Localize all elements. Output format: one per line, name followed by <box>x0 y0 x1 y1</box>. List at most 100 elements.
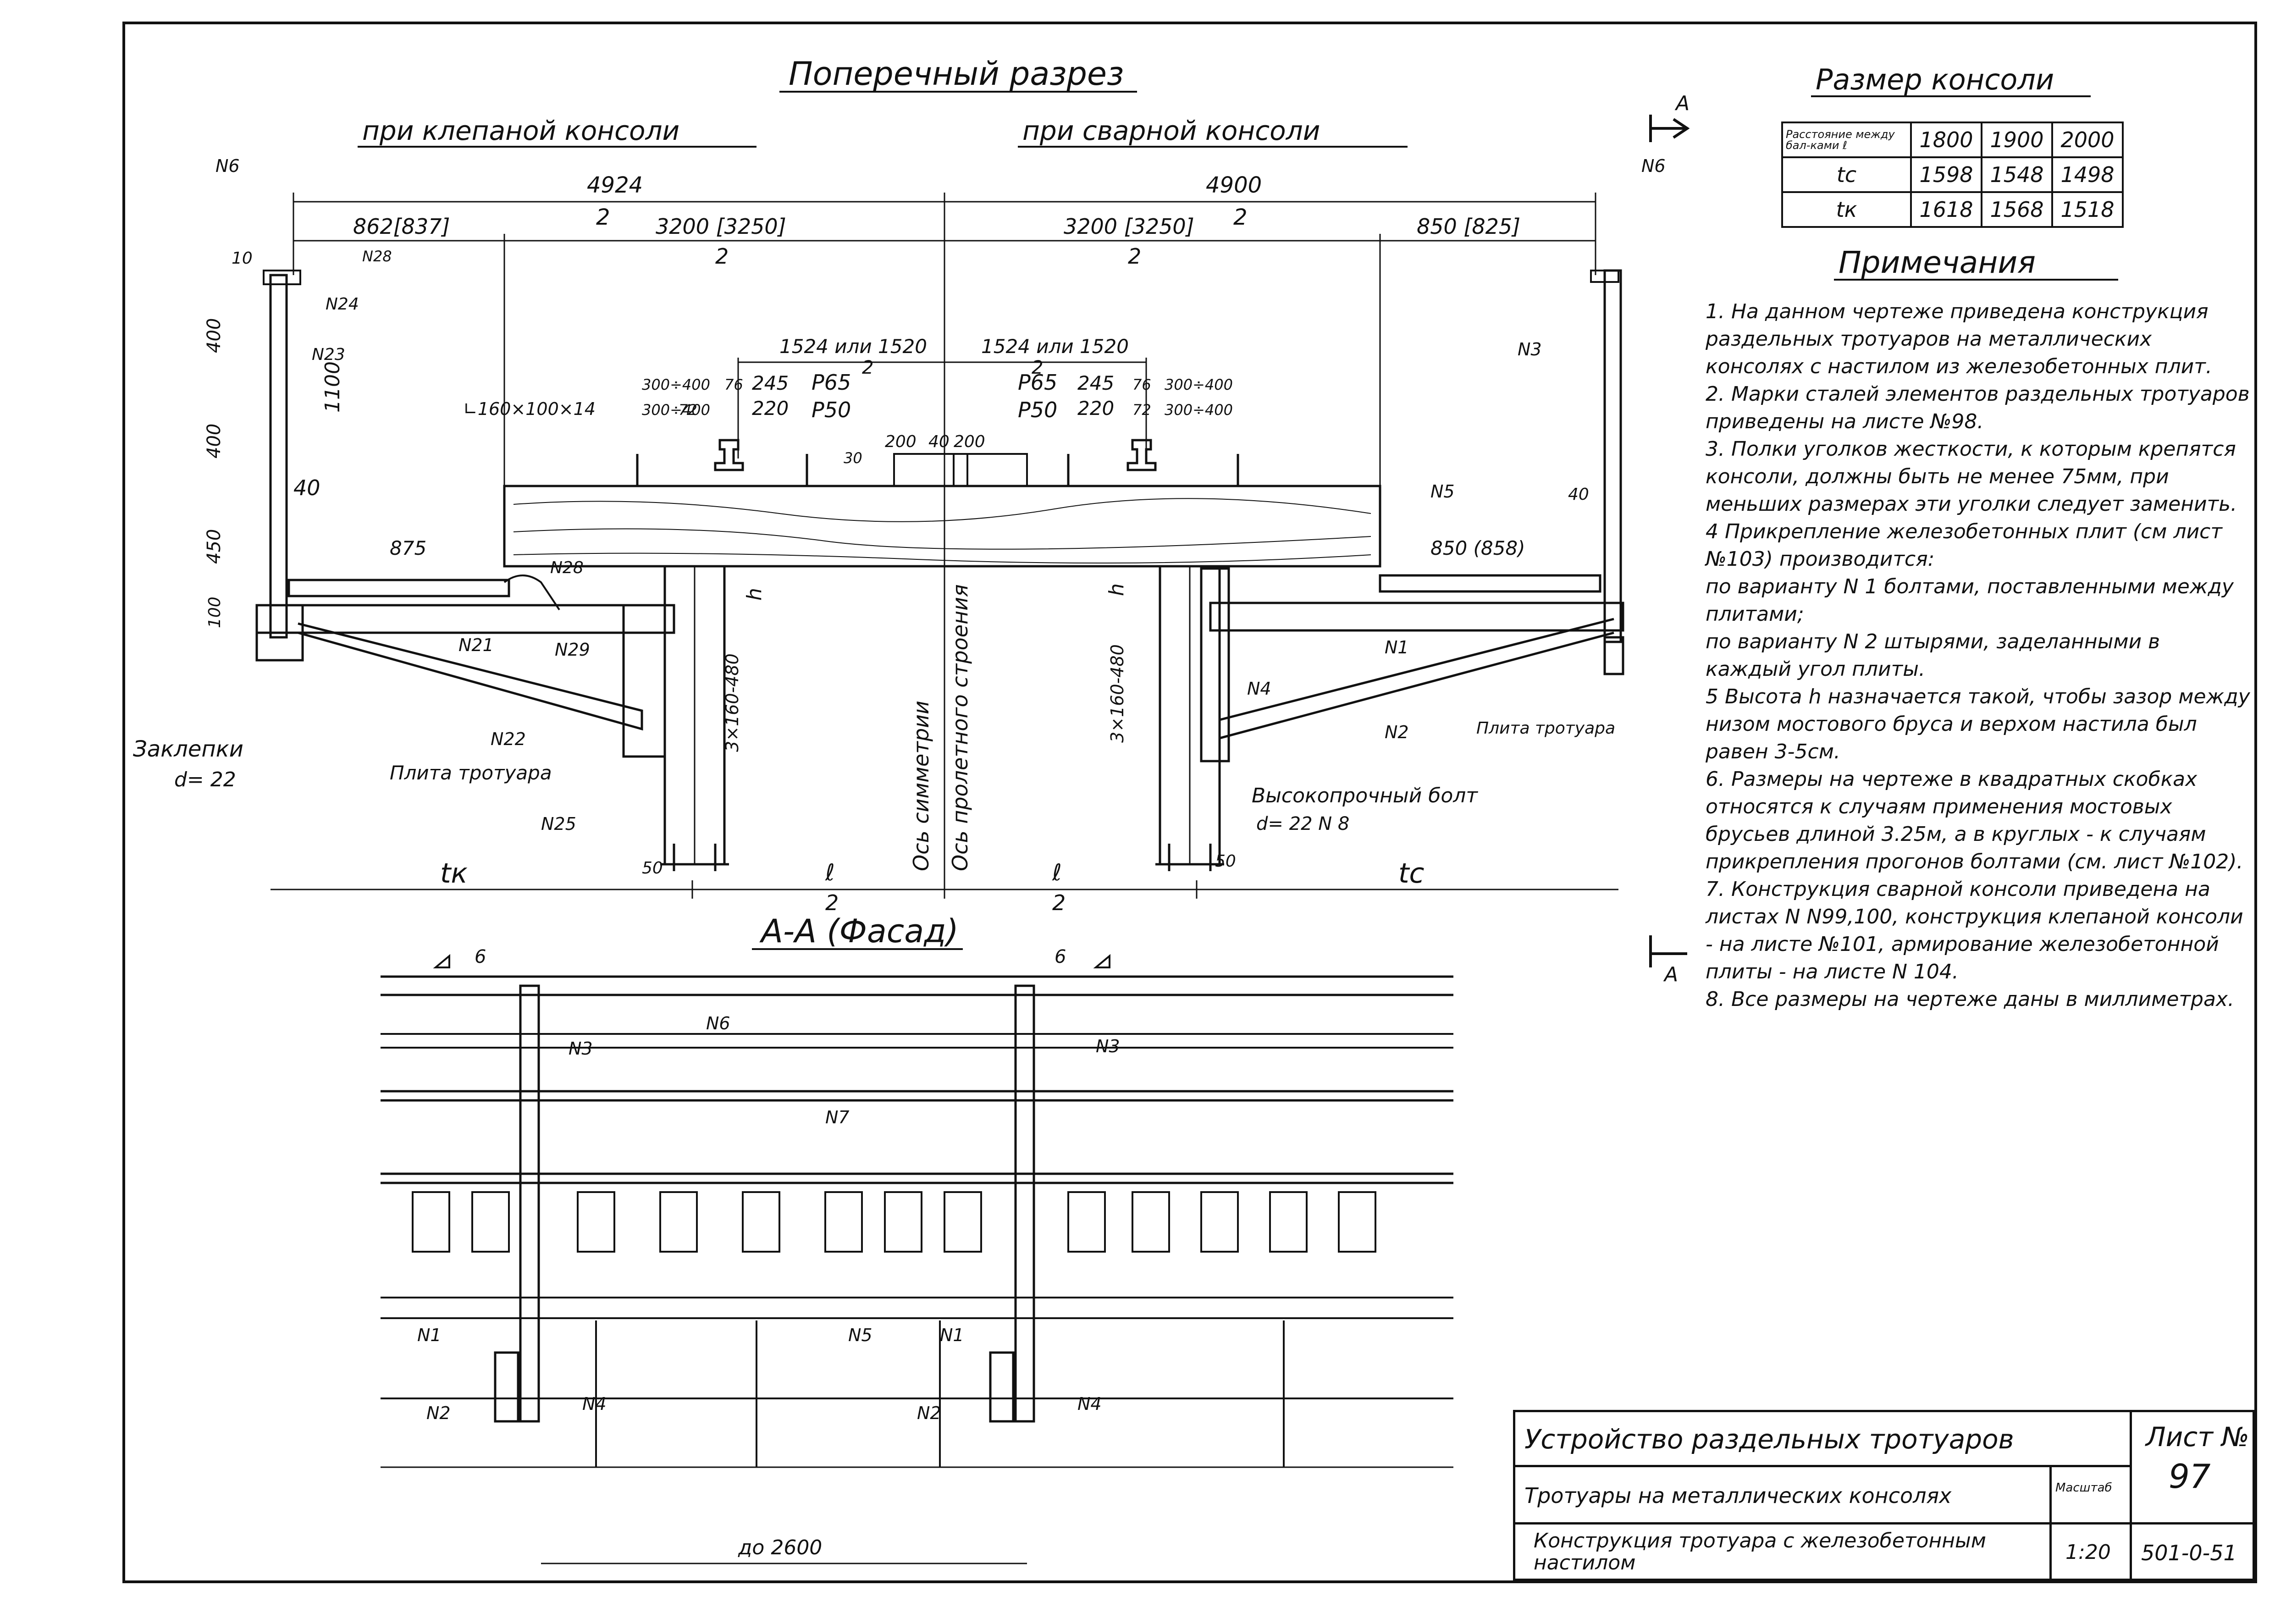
dim-300-400a: 300÷400 <box>642 376 710 393</box>
dim-220: 220 <box>752 397 789 420</box>
dim-1100: 1100 <box>321 361 344 413</box>
tag-n24: N24 <box>326 295 359 314</box>
dim-gauge-right: 1524 или 1520 <box>981 335 1129 358</box>
note-item: 4 Прикрепление железобетонных плит (см л… <box>1706 520 2223 571</box>
notes-title: Примечания <box>1839 245 2036 280</box>
dim-76r: 76 <box>1132 376 1151 393</box>
title-block-subject: Конструкция тротуара с железобетонным на… <box>1513 1522 2052 1581</box>
dim-l-right-div: 2 <box>1052 890 1066 915</box>
note-item: 3. Полки уголков жесткости, к которым кр… <box>1706 437 2237 516</box>
facade-tag-n2a: N2 <box>426 1403 451 1423</box>
dim-right-half-div: 2 <box>1233 204 1248 230</box>
title-block-main: Устройство раздельных тротуаров <box>1513 1410 2132 1467</box>
dim-inner-left-div: 2 <box>715 244 729 269</box>
rail-p50-left: Р50 <box>812 398 851 422</box>
dim-72: 72 <box>679 401 697 419</box>
notes-list: 1. На данном чертеже приведена конструкц… <box>1706 298 2251 1013</box>
facade-tag-n5: N5 <box>848 1325 872 1345</box>
right-subtitle: при сварной консоли <box>1022 115 1320 146</box>
title-block-section: Тротуары на металлических консолях <box>1513 1465 2052 1525</box>
dim-inner-right-div: 2 <box>1128 244 1141 269</box>
tag-n28-top: N28 <box>362 248 392 265</box>
axis-span-label: Ось пролетного строения <box>948 584 972 871</box>
dim-l-left: ℓ <box>825 859 835 886</box>
dim-h-left: h <box>743 588 766 601</box>
dim-tc: tc <box>1398 857 1425 889</box>
cross-section-structure <box>255 269 1624 899</box>
dim-inner-left: 3200 [3250] <box>656 214 786 239</box>
tag-n29: N29 <box>555 640 590 660</box>
table-col-1800: 1800 <box>1910 122 1982 158</box>
document-code: 501-0-51 <box>2130 1522 2255 1581</box>
dim-850: 850 (858) <box>1430 537 1525 559</box>
slab-label-right: Плита тротуара <box>1476 719 1615 738</box>
bolt-d-label: d= 22 N 8 <box>1256 813 1349 834</box>
dim-left-half-div: 2 <box>596 204 610 230</box>
facade-tag-n1a: N1 <box>417 1325 442 1345</box>
dim-76: 76 <box>724 376 743 393</box>
tag-n5-right: N5 <box>1430 481 1455 502</box>
table-header-label: Расстояние между бал-ками ℓ <box>1781 122 1912 158</box>
dim-100: 100 <box>205 597 224 628</box>
tag-n23: N23 <box>312 345 345 364</box>
console-size-table: Расстояние между бал-ками ℓ 1800 1900 20… <box>1781 122 2124 228</box>
dim-gauge-left: 1524 или 1520 <box>779 335 927 358</box>
axis-symmetry-label: Ось симметрии <box>909 701 933 871</box>
scale-label: Масштаб <box>2049 1465 2132 1525</box>
dim-40-right: 40 <box>1568 485 1589 504</box>
rail-p65-right: Р65 <box>1018 370 1057 395</box>
table-cell: 1548 <box>1981 156 2053 193</box>
dim-245r: 245 <box>1077 372 1114 394</box>
dim-l-left-div: 2 <box>825 890 839 915</box>
sheet-number: 97 <box>2169 1457 2211 1496</box>
tag-n1-right: N1 <box>1385 637 1409 657</box>
dim-gauge-right-div: 2 <box>1032 357 1043 378</box>
dim-l-right: ℓ <box>1052 859 1062 886</box>
dim-h-right: h <box>1105 583 1128 596</box>
table-cell: 1498 <box>2051 156 2124 193</box>
table-cell: 1618 <box>1910 191 1982 228</box>
tag-n6-left: N6 <box>215 156 240 176</box>
facade-tag-n1b: N1 <box>940 1325 964 1345</box>
facade-tag-n4b: N4 <box>1077 1394 1102 1414</box>
dim-50-left: 50 <box>642 859 663 878</box>
dim-200a: 200 <box>885 432 917 451</box>
dim-875: 875 <box>390 537 426 559</box>
sheet-label: Лист № <box>2146 1421 2249 1453</box>
bolt-label: Высокопрочный болт <box>1252 784 1478 807</box>
dim-400b: 400 <box>204 424 225 458</box>
table-cell: 1598 <box>1910 156 1982 193</box>
dim-72r: 72 <box>1132 401 1151 419</box>
dim-gauge-left-div: 2 <box>862 357 873 378</box>
facade-tag-n7: N7 <box>825 1107 850 1127</box>
main-title: Поперечный разрез <box>789 55 1124 93</box>
table-cell: 1568 <box>1981 191 2053 228</box>
table-row-label-tc: tc <box>1781 156 1912 193</box>
table-col-1900: 1900 <box>1981 122 2053 158</box>
rivets-label: Заклепки <box>133 736 243 762</box>
dim-10: 10 <box>232 249 253 268</box>
dim-inner-right: 3200 [3250] <box>1064 214 1194 239</box>
note-item: 1. На данном чертеже приведена конструкц… <box>1706 300 2212 378</box>
section-marker-bottom: А <box>1663 963 1678 986</box>
note-item: по варианту N 2 штырями, заделанными в к… <box>1706 630 2160 681</box>
table-cell: 1518 <box>2051 191 2124 228</box>
tag-n28-bottom: N28 <box>550 558 584 577</box>
dim-right-half: 4900 <box>1206 172 1262 198</box>
slab-label-left: Плита тротуара <box>390 762 552 784</box>
dim-200b: 200 <box>954 432 985 451</box>
facade-tag-n3a: N3 <box>569 1038 593 1059</box>
note-item: по варианту N 1 болтами, поставленными м… <box>1706 575 2234 626</box>
facade-tag-n4a: N4 <box>582 1394 607 1414</box>
note-item: 8. Все размеры на чертеже даны в миллиме… <box>1706 988 2234 1011</box>
facade-title: А-А (Фасад) <box>759 912 959 950</box>
dim-50-right: 50 <box>1215 852 1236 871</box>
section-marker-top: А <box>1674 92 1690 115</box>
facade-span-dim: до 2600 <box>738 1536 822 1559</box>
rail-p50-right: Р50 <box>1018 398 1057 422</box>
facade-dim-6a: 6 <box>475 946 486 967</box>
dim-tk: tк <box>440 857 468 889</box>
dim-220r: 220 <box>1077 397 1114 420</box>
facade-view <box>381 954 1453 1564</box>
